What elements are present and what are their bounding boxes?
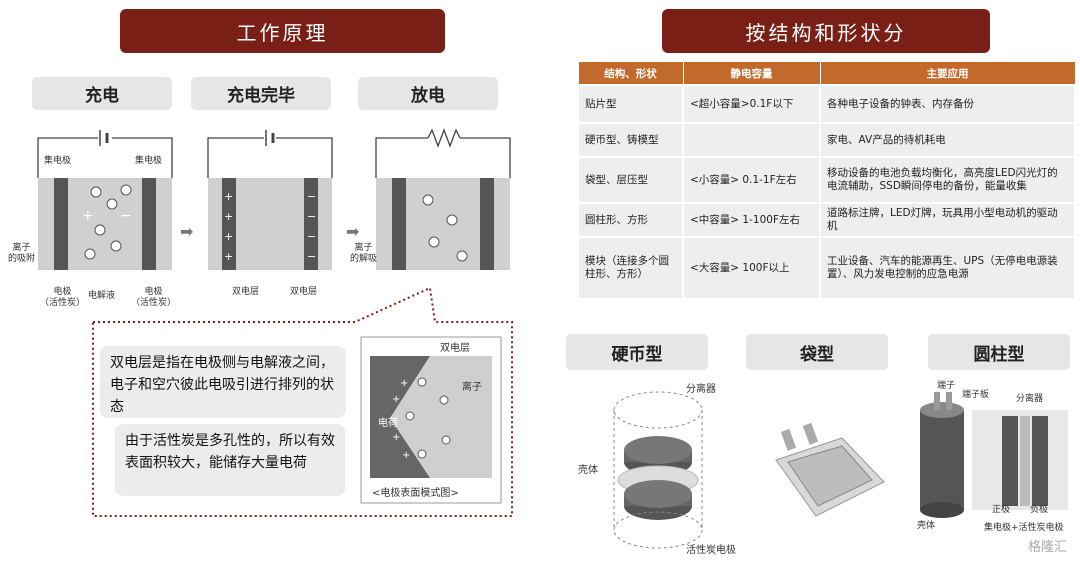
- cyl-label-terminal: 端子: [937, 381, 956, 391]
- svg-text:−: −: [307, 230, 316, 243]
- type-coin: 硬币型: [566, 334, 708, 370]
- label-double-layer-2: 双电层: [290, 287, 318, 297]
- charging-diagram: + −: [37, 130, 173, 270]
- capacitor-type-table: 结构、形状 静电容量 主要应用 贴片型 <超小容量>0.1F以下 各种电子设备的…: [577, 61, 1076, 300]
- cyl-label-collector: 集电极+活性炭电极: [984, 523, 1064, 533]
- coin-label-separator: 分离器: [686, 384, 716, 395]
- svg-text:+: +: [224, 230, 233, 243]
- table-row: 圆柱形、方形 <中容量> 1-100F左右 道路标注牌，LED灯牌，玩具用小型电…: [577, 202, 1076, 238]
- cell-application: 道路标注牌，LED灯牌，玩具用小型电动机的驱动机: [819, 202, 1076, 238]
- coin-label-shell: 壳体: [578, 465, 598, 476]
- cell-capacity: [682, 122, 821, 158]
- svg-text:−: −: [307, 210, 316, 223]
- label-collector-left: 集电极: [44, 156, 72, 166]
- discharging-diagram: [375, 128, 511, 270]
- svg-text:+: +: [224, 210, 233, 223]
- svg-text:−: −: [307, 190, 316, 203]
- type-pouch: 袋型: [746, 334, 888, 370]
- cyl-label-separator: 分离器: [1016, 394, 1044, 404]
- svg-text:+: +: [402, 450, 410, 461]
- note-activated-carbon: 由于活性炭是多孔性的，所以有效表面积较大，能储存大量电荷: [115, 424, 345, 496]
- cell-shape: 硬币型、铸模型: [577, 122, 684, 158]
- svg-text:+: +: [82, 208, 94, 224]
- cell-shape: 圆柱形、方形: [577, 202, 684, 238]
- table-row: 袋型、层压型 <小容量> 0.1-1F左右 移动设备的电池负载均衡化，高亮度LE…: [577, 156, 1076, 204]
- svg-text:+: +: [392, 394, 400, 405]
- cell-application: 工业设备、汽车的能源再生、UPS（无停电电源装置）、风力发电控制的应急电源: [819, 236, 1076, 300]
- svg-text:−: −: [120, 208, 132, 224]
- svg-text:+: +: [392, 432, 400, 443]
- note-double-layer: 双电层是指在电极侧与电解液之间，电子和空穴彼此电吸引进行排列的状态: [100, 346, 346, 418]
- header-capacity: 静电容量: [682, 61, 821, 86]
- label-ion-adsorption: 离子 的吸附: [8, 243, 36, 264]
- cell-capacity: <超小容量>0.1F以下: [682, 84, 821, 124]
- cell-application: 移动设备的电池负载均衡化，高亮度LED闪光灯的电流辅助，SSD瞬间停电的备份，能…: [819, 156, 1076, 204]
- label-double-layer-1: 双电层: [232, 287, 260, 297]
- working-principle-title: 工作原理: [120, 9, 445, 53]
- label-electrode-left: 电极 （活性炭）: [40, 287, 86, 308]
- svg-text:+: +: [400, 378, 408, 389]
- cyl-label-terminal-plate: 端子板: [962, 390, 990, 400]
- cyl-label-negative: 负极: [1030, 505, 1049, 515]
- cell-capacity: <小容量> 0.1-1F左右: [682, 156, 821, 204]
- cell-application: 家电、AV产品的待机耗电: [819, 122, 1076, 158]
- structure-shape-title: 按结构和形状分: [662, 9, 990, 53]
- cell-shape: 袋型、层压型: [577, 156, 684, 204]
- svg-text:+: +: [224, 190, 233, 203]
- type-cylinder: 圆柱型: [928, 334, 1070, 370]
- stage-charging: 充电: [32, 77, 172, 110]
- cyl-label-shell: 壳体: [917, 521, 936, 531]
- inset-label-charge: 电荷: [378, 418, 398, 429]
- charged-diagram: + + + + − − − −: [207, 130, 333, 270]
- electrode-surface-diagram: ++ ++: [360, 336, 502, 504]
- stage-charged: 充电完毕: [191, 77, 331, 110]
- cyl-label-positive: 正极: [992, 505, 1011, 515]
- inset-label-double-layer: 双电层: [440, 343, 470, 354]
- table-row: 模块（连接多个圆柱形、方形） <大容量> 100F以上 工业设备、汽车的能源再生…: [577, 236, 1076, 300]
- cylinder-capacitor-image: [920, 392, 1068, 518]
- header-shape: 结构、形状: [577, 61, 684, 86]
- watermark: 格隆汇: [1028, 540, 1068, 555]
- pouch-capacitor-image: [775, 422, 885, 517]
- arrow-icon: ➡: [346, 222, 360, 241]
- cell-capacity: <大容量> 100F以上: [682, 236, 821, 300]
- label-ion-desorption: 离子 的解吸: [350, 243, 378, 264]
- arrow-icon: ➡: [180, 222, 194, 241]
- table-row: 硬币型、铸模型 家电、AV产品的待机耗电: [577, 122, 1076, 158]
- callout-border: [92, 286, 513, 517]
- cell-shape: 模块（连接多个圆柱形、方形）: [577, 236, 684, 300]
- coin-label-electrode: 活性炭电极: [686, 545, 736, 556]
- cell-capacity: <中容量> 1-100F左右: [682, 202, 821, 238]
- header-application: 主要应用: [819, 61, 1076, 86]
- coin-capacitor-image: [613, 391, 703, 549]
- svg-text:−: −: [307, 250, 316, 263]
- inset-caption: <电极表面模式图>: [372, 488, 459, 499]
- svg-text:+: +: [224, 250, 233, 263]
- label-electrode-right: 电极 （活性炭）: [131, 287, 177, 308]
- table-row: 贴片型 <超小容量>0.1F以下 各种电子设备的钟表、内存备份: [577, 84, 1076, 124]
- cell-application: 各种电子设备的钟表、内存备份: [819, 84, 1076, 124]
- label-electrolyte: 电解液: [88, 291, 116, 301]
- cell-shape: 贴片型: [577, 84, 684, 124]
- inset-label-ion: 离子: [462, 382, 482, 393]
- label-collector-right: 集电极: [135, 156, 163, 166]
- stage-discharging: 放电: [358, 77, 498, 110]
